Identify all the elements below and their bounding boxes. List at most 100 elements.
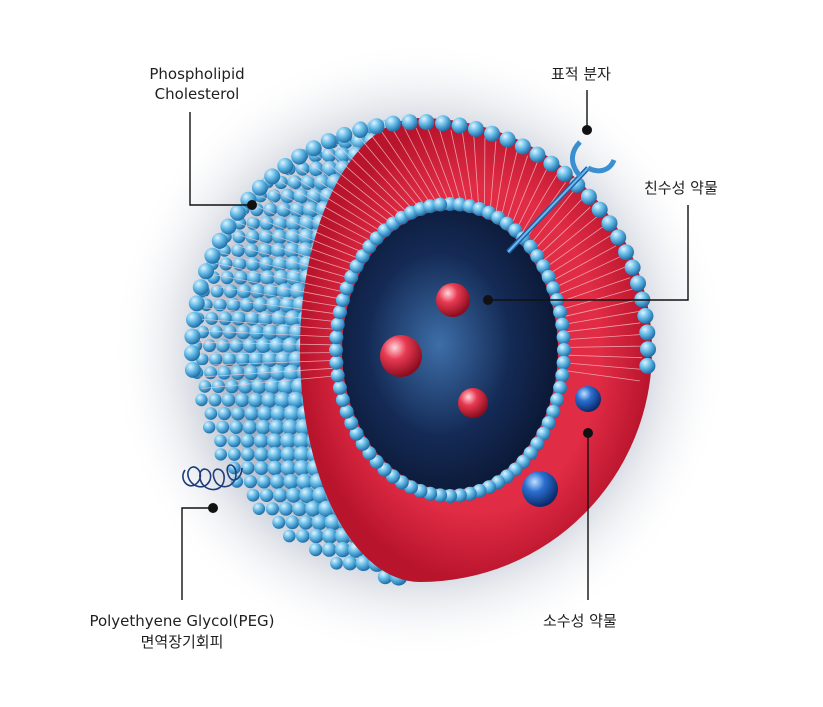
outer-head xyxy=(557,166,573,182)
surface-sphere xyxy=(290,202,305,217)
outer-head xyxy=(639,358,655,374)
surface-sphere xyxy=(218,312,232,326)
surface-sphere xyxy=(257,406,272,421)
surface-sphere xyxy=(254,434,269,449)
surface-sphere xyxy=(216,421,229,434)
surface-sphere xyxy=(240,298,254,312)
outer-head xyxy=(352,122,368,138)
surface-sphere xyxy=(221,271,234,284)
surface-sphere xyxy=(245,243,259,257)
surface-sphere xyxy=(246,257,260,271)
surface-sphere xyxy=(217,366,231,380)
surface-sphere xyxy=(228,448,241,461)
surface-sphere xyxy=(250,284,265,299)
surface-sphere xyxy=(267,433,282,448)
inner-head xyxy=(331,318,345,332)
surface-sphere xyxy=(272,516,285,529)
surface-sphere xyxy=(233,230,246,243)
surface-sphere xyxy=(246,230,260,244)
surface-sphere xyxy=(248,393,263,408)
surface-sphere xyxy=(261,392,276,407)
outer-head xyxy=(529,147,545,163)
surface-sphere xyxy=(238,379,252,393)
surface-sphere xyxy=(301,175,316,190)
outer-head xyxy=(610,229,626,245)
hydrophilic-drug-label: 친수성 약물 xyxy=(644,178,718,198)
outer-head xyxy=(402,114,418,130)
outer-head xyxy=(306,140,322,156)
surface-sphere xyxy=(231,475,243,487)
surface-sphere xyxy=(283,530,296,543)
surface-sphere xyxy=(260,216,274,230)
outer-head xyxy=(321,133,337,149)
surface-sphere xyxy=(241,434,255,448)
surface-sphere xyxy=(330,557,343,570)
surface-sphere xyxy=(272,229,287,244)
outer-head xyxy=(515,139,531,155)
surface-sphere xyxy=(253,503,265,515)
surface-sphere xyxy=(251,379,266,394)
outer-head xyxy=(264,168,280,184)
hydrophilic-drug-2 xyxy=(380,335,422,377)
surface-sphere xyxy=(215,448,227,460)
surface-sphere xyxy=(224,284,238,298)
surface-sphere xyxy=(256,420,271,435)
surface-sphere xyxy=(283,474,298,489)
surface-sphere xyxy=(244,406,258,420)
outer-head xyxy=(418,114,434,130)
inner-head xyxy=(336,393,350,407)
surface-sphere xyxy=(234,271,248,285)
surface-sphere xyxy=(249,352,264,367)
outer-head xyxy=(484,126,500,142)
outer-head xyxy=(639,325,655,341)
surface-sphere xyxy=(236,325,250,339)
hydrophobic-drug-1 xyxy=(575,386,601,412)
hydrophobic-drug-2 xyxy=(522,471,558,507)
outer-head xyxy=(198,263,214,279)
phospholipid-label: Phospholipid xyxy=(132,64,262,84)
inner-head xyxy=(329,330,343,344)
surface-sphere xyxy=(214,435,227,448)
outer-head xyxy=(500,132,516,148)
outer-head xyxy=(618,244,634,260)
surface-sphere xyxy=(270,474,285,489)
surface-sphere xyxy=(244,475,257,488)
outer-head xyxy=(640,341,656,357)
outer-head xyxy=(630,275,646,291)
surface-sphere xyxy=(199,380,212,393)
surface-sphere xyxy=(216,339,230,353)
surface-sphere xyxy=(203,339,216,352)
inner-head xyxy=(555,318,569,332)
surface-sphere xyxy=(204,366,217,379)
outer-head xyxy=(212,233,228,249)
surface-sphere xyxy=(273,216,288,231)
surface-sphere xyxy=(266,502,279,515)
surface-sphere xyxy=(256,338,271,353)
surface-sphere xyxy=(230,339,244,353)
surface-sphere xyxy=(254,461,268,475)
outer-head xyxy=(184,345,200,361)
outer-head xyxy=(625,260,641,276)
surface-sphere xyxy=(227,434,240,447)
surface-sphere xyxy=(244,366,259,381)
surface-sphere xyxy=(220,258,233,271)
surface-sphere xyxy=(249,325,264,340)
surface-sphere xyxy=(285,516,299,530)
outer-head xyxy=(185,362,201,378)
surface-sphere xyxy=(241,448,255,462)
outer-head xyxy=(204,248,220,264)
surface-sphere xyxy=(243,420,257,434)
outer-head xyxy=(385,116,401,132)
surface-sphere xyxy=(259,257,274,272)
outer-head xyxy=(336,127,352,143)
surface-sphere xyxy=(205,407,218,420)
surface-sphere xyxy=(203,421,215,433)
surface-sphere xyxy=(235,393,249,407)
surface-sphere xyxy=(254,447,268,461)
surface-sphere xyxy=(280,189,294,203)
surface-sphere xyxy=(343,556,357,570)
surface-sphere xyxy=(269,420,284,435)
surface-sphere xyxy=(309,543,322,556)
